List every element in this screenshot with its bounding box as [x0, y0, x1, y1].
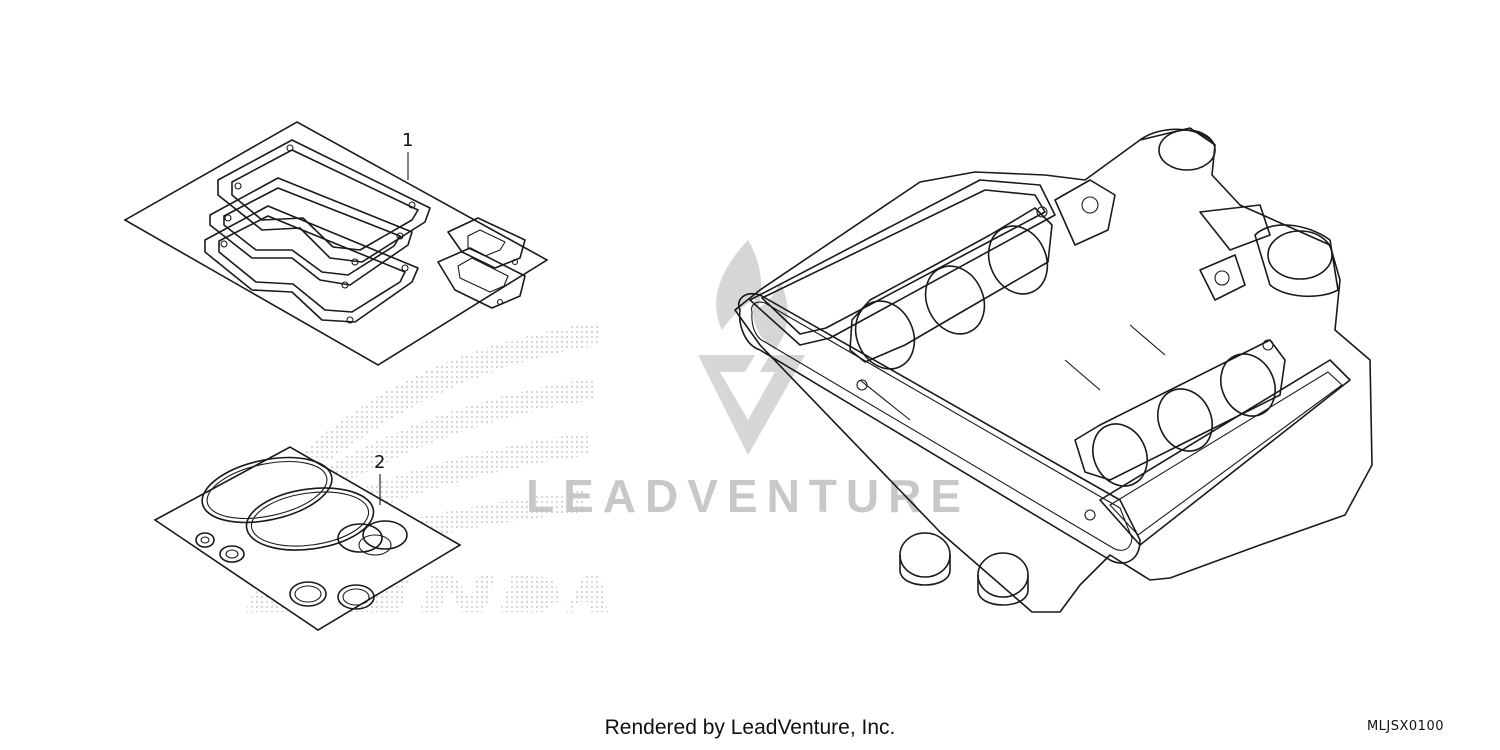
oring-kit-sheet-2[interactable]: 2 — [153, 446, 462, 631]
engine-crankcase-assembly[interactable] — [734, 127, 1373, 613]
figure-code: MLJSX0100 — [1366, 719, 1444, 734]
leadventure-flame-icon — [716, 240, 788, 350]
leadventure-watermark-text: LEADVENTURE — [526, 470, 970, 522]
callout-1-label: 1 — [402, 130, 413, 151]
rendered-by-caption: Rendered by LeadVenture, Inc. — [604, 716, 896, 739]
callout-2-label: 2 — [374, 452, 385, 473]
gasket-kit-sheet-1[interactable]: 1 — [123, 121, 549, 366]
leadventure-v-icon — [698, 355, 805, 455]
